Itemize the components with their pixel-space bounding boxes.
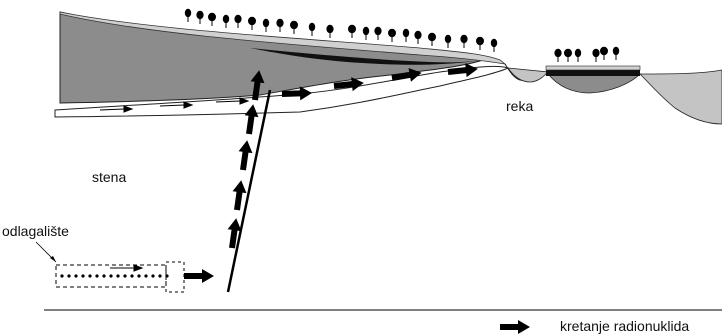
canister-dot [74, 274, 78, 278]
fault-arrow [232, 180, 247, 211]
tree-icon [592, 48, 600, 62]
flow-arrows [281, 63, 478, 101]
repository-exit-arrow [184, 269, 214, 283]
tree-icon [554, 48, 562, 62]
river-label: reka [506, 98, 533, 114]
tree-icon [388, 28, 396, 42]
tree-icon [402, 28, 410, 42]
river-area [507, 65, 722, 125]
river-bed [507, 67, 549, 83]
thin-arrow [99, 105, 134, 113]
canister-dot [116, 274, 120, 278]
tree-icon [262, 18, 270, 32]
canister-dot [123, 274, 127, 278]
fault-arrow [227, 218, 242, 249]
canister-dot [60, 274, 64, 278]
repository-pointer-head [50, 256, 56, 262]
thin-arrows [99, 97, 250, 113]
tree-icon [326, 24, 334, 38]
canister-dot [81, 274, 85, 278]
thin-arrow [159, 101, 194, 109]
fault-arrows [227, 70, 265, 249]
tree-icon [234, 14, 242, 28]
canister-dot [130, 274, 134, 278]
fault-arrow [250, 70, 265, 101]
canister-dot [151, 274, 155, 278]
canister-dot [88, 274, 92, 278]
legend-arrow-icon [500, 320, 530, 334]
tree-icon [248, 16, 256, 30]
legend: kretanje radionuklida [500, 318, 689, 334]
tree-icon [476, 36, 484, 50]
canister-dot [158, 274, 162, 278]
tree-icon [184, 8, 192, 22]
tree-icon [612, 46, 620, 60]
thin-arrow [215, 97, 250, 105]
repository-end [165, 261, 185, 293]
strata [54, 11, 510, 118]
right-bank-bar [546, 70, 640, 76]
fault-arrow [238, 140, 253, 171]
tree-icon [414, 30, 422, 44]
tree-icon [460, 34, 468, 48]
canister-dot [102, 274, 106, 278]
tree-icon [222, 14, 230, 28]
tree-icon [428, 32, 436, 46]
tree-icon [574, 48, 582, 62]
rock-label: stena [92, 169, 126, 185]
fault-line [226, 89, 272, 293]
tree-icon [308, 22, 316, 36]
flow-arrow [333, 77, 364, 92]
flow-arrow [281, 86, 312, 101]
canister-dot [144, 274, 148, 278]
tree-icon [490, 38, 498, 52]
right-basin [639, 69, 722, 125]
fault-arrow [244, 104, 259, 135]
repository [35, 241, 214, 293]
tree-icon [600, 46, 608, 60]
flow-arrow [391, 67, 422, 82]
tree-icon [362, 26, 370, 40]
tree-icon [276, 18, 284, 32]
thin-arrow [110, 264, 144, 272]
canister-dot [165, 274, 169, 278]
canister-dot [109, 274, 113, 278]
trees [184, 8, 620, 62]
tree-icon [208, 12, 216, 26]
right-bank-top [545, 65, 641, 71]
repository-label: odlagalište [2, 223, 69, 239]
tree-icon [444, 34, 452, 48]
tree-icon [196, 10, 204, 24]
canister-dot [95, 274, 99, 278]
right-bank-dark [547, 73, 641, 94]
legend-label: kretanje radionuklida [560, 318, 689, 334]
tree-icon [290, 20, 298, 34]
tree-icon [374, 26, 382, 40]
canister-dot [137, 274, 141, 278]
waste-canisters [60, 274, 169, 278]
flow-arrow [447, 63, 478, 78]
tree-icon [564, 48, 572, 62]
tree-icon [348, 24, 356, 38]
canister-dot [67, 274, 71, 278]
black-lens [250, 48, 482, 65]
